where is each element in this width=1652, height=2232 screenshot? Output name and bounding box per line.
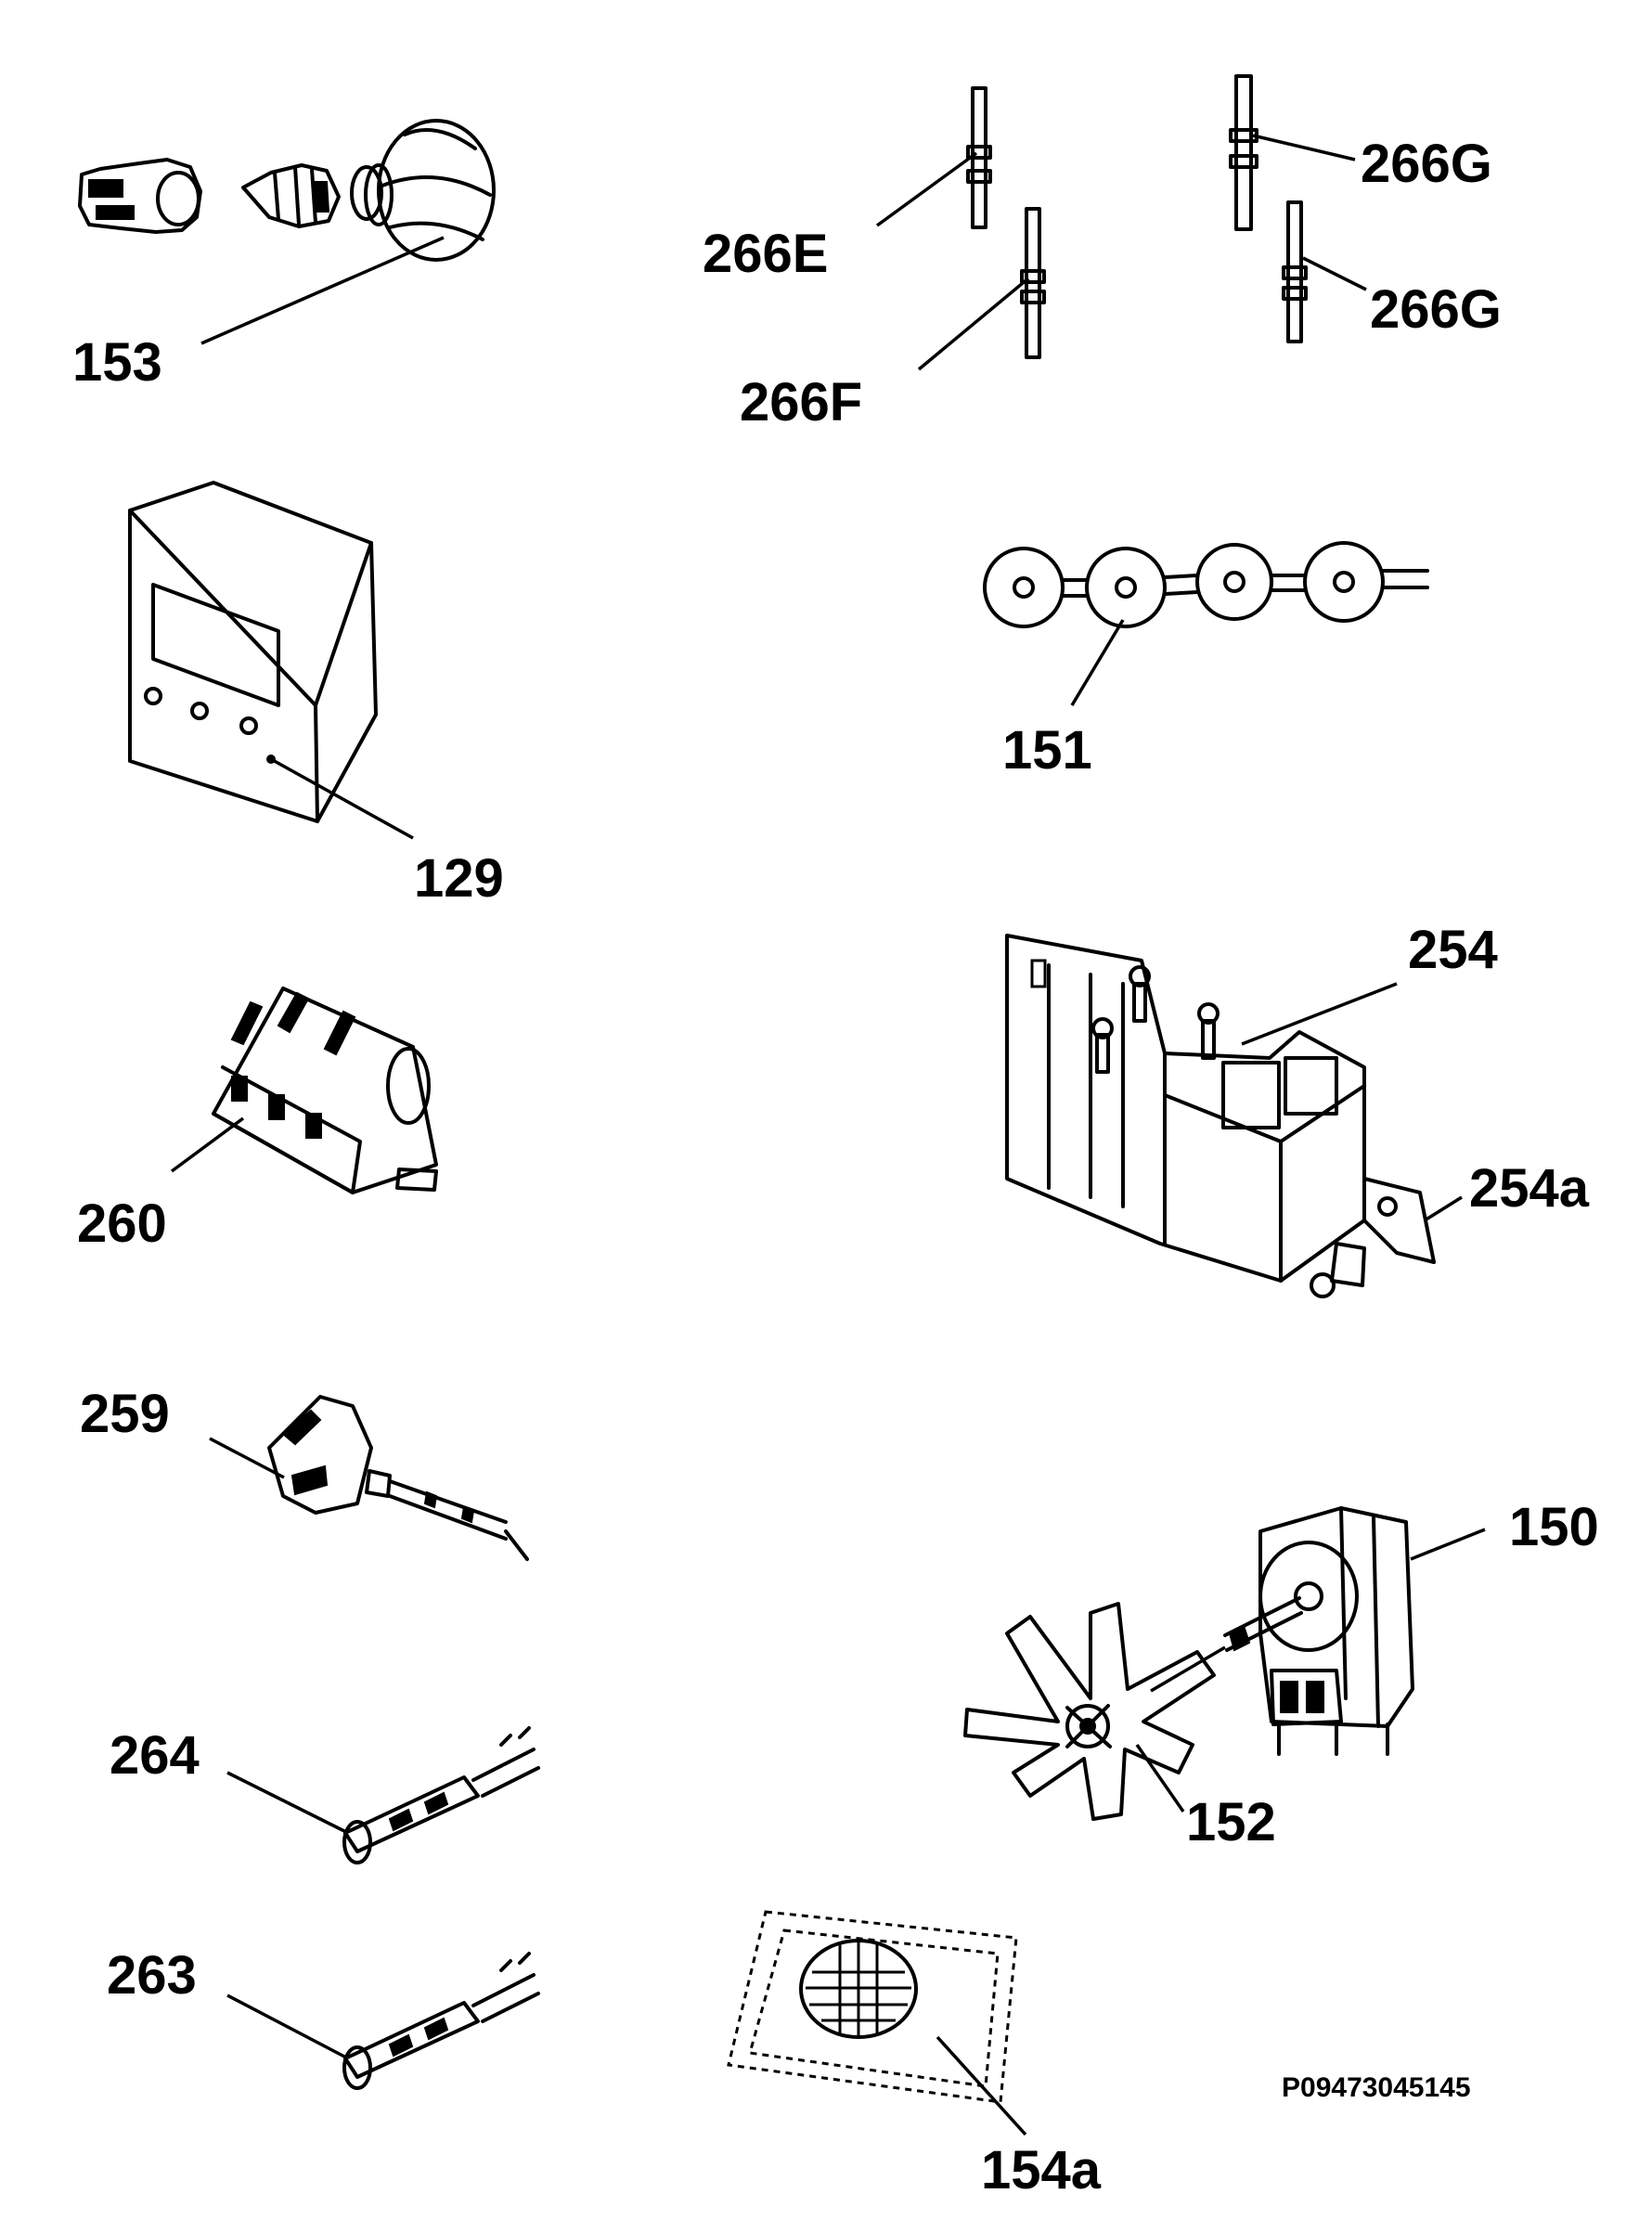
- part-label-266E: 266E: [703, 224, 829, 284]
- pin-266G-top-icon: [1229, 74, 1356, 231]
- part-label-263: 263: [107, 1945, 197, 2006]
- part-label-259: 259: [80, 1384, 170, 1444]
- part-label-266G-bottom: 266G: [1370, 279, 1502, 340]
- spark-electrode-icon: [226, 1952, 540, 2090]
- fan-cover-icon: [727, 1910, 1027, 2136]
- part-label-254a: 254a: [1469, 1158, 1590, 1219]
- part-label-266F: 266F: [740, 372, 863, 432]
- part-label-266G-top: 266G: [1361, 134, 1492, 194]
- grommet-strip-icon: [983, 541, 1429, 706]
- part-label-152: 152: [1186, 1792, 1276, 1852]
- pin-266G-bottom-icon: [1282, 200, 1367, 343]
- selector-switch-icon: [170, 987, 438, 1194]
- ignition-unit-icon: [1005, 934, 1463, 1298]
- thermostat-icon: [209, 1395, 529, 1561]
- part-label-260: 260: [77, 1193, 167, 1254]
- part-label-264: 264: [110, 1725, 200, 1786]
- fan-blade-icon: [963, 1602, 1226, 1821]
- part-label-151: 151: [1002, 720, 1092, 781]
- part-label-154a: 154a: [981, 2140, 1102, 2200]
- part-label-153: 153: [72, 332, 162, 393]
- lamp-assembly-icon: [78, 119, 496, 345]
- pin-266F-icon: [917, 207, 1046, 371]
- drawing-code: P09473045145: [1282, 2072, 1471, 2103]
- part-label-254: 254: [1408, 920, 1498, 980]
- pin-266E-icon: [875, 86, 992, 229]
- timer-module-icon: [128, 481, 414, 840]
- fan-motor-icon: [1223, 1506, 1486, 1756]
- part-label-129: 129: [414, 848, 504, 909]
- spark-electrode-icon: [226, 1726, 540, 1864]
- part-label-150: 150: [1509, 1497, 1599, 1557]
